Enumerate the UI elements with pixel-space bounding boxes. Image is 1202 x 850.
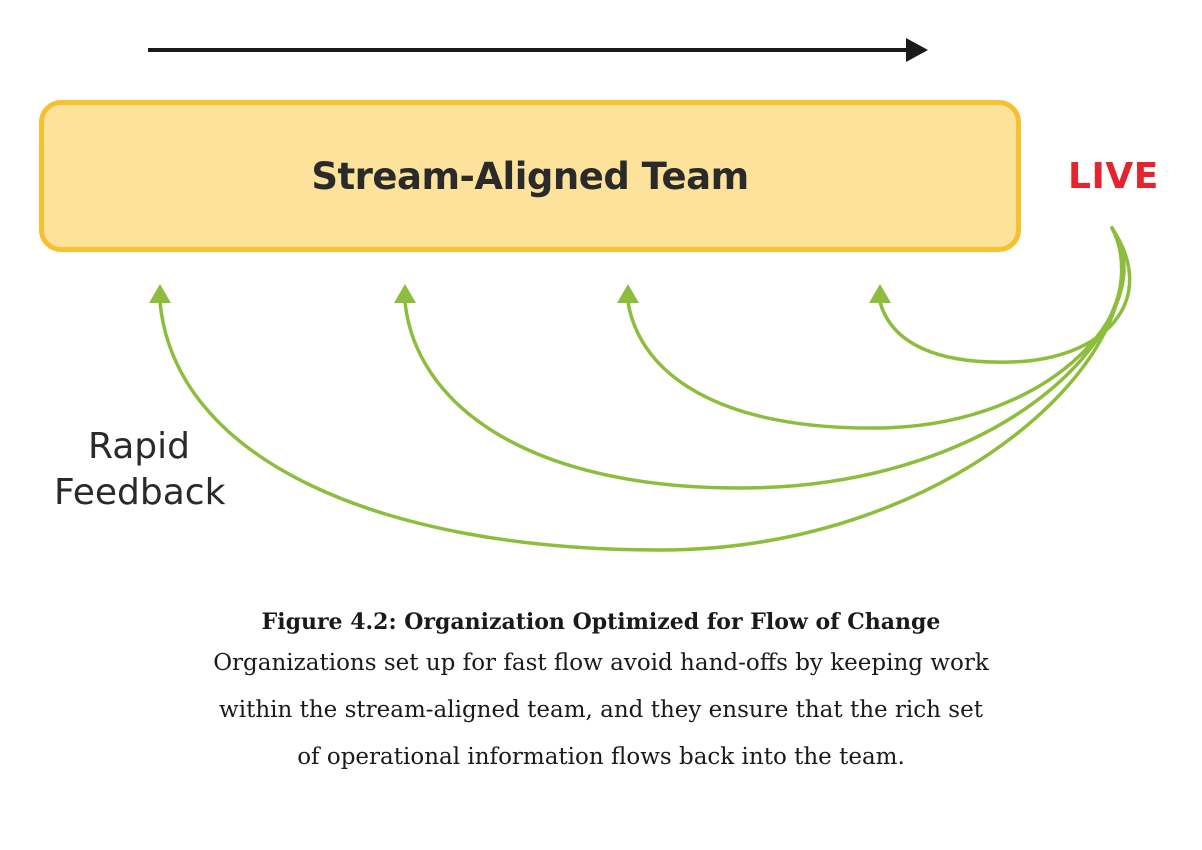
caption-body-line1: Organizations set up for fast flow avoid… [213,650,989,676]
feedback-arrowhead-4 [149,284,171,303]
flow-diagram: Stream-Aligned Team LIVE Rapid Feedback [39,38,1159,552]
caption-body-line3: of operational information flows back in… [297,744,905,770]
diagram-graphics [148,38,1132,552]
feedback-arrowhead-3 [394,284,416,303]
live-label: LIVE [1068,156,1159,197]
caption-title: Figure 4.2: Organization Optimized for F… [261,609,941,635]
feedback-label-line2: Feedback [54,472,226,513]
rapid-feedback-label: Rapid Feedback [54,424,226,516]
figure-caption: Figure 4.2: Organization Optimized for F… [0,604,1202,781]
stream-aligned-team-box: Stream-Aligned Team [39,100,1021,252]
feedback-arrow-4 [158,226,1124,552]
feedback-arrow-1 [878,226,1132,364]
feedback-arrow-3 [403,226,1125,490]
caption-body-line2: within the stream-aligned team, and they… [219,697,983,723]
feedback-arrowheads [149,284,891,303]
feedback-arrowhead-2 [617,284,639,303]
team-label: Stream-Aligned Team [311,154,749,198]
caption-body: Organizations set up for fast flow avoid… [151,640,1051,781]
flow-arrow [148,38,928,62]
feedback-arrow-2 [626,226,1126,430]
flow-arrow-head [906,38,928,62]
feedback-arrowhead-1 [869,284,891,303]
feedback-label-line1: Rapid [88,426,190,467]
feedback-arrows [158,226,1132,552]
